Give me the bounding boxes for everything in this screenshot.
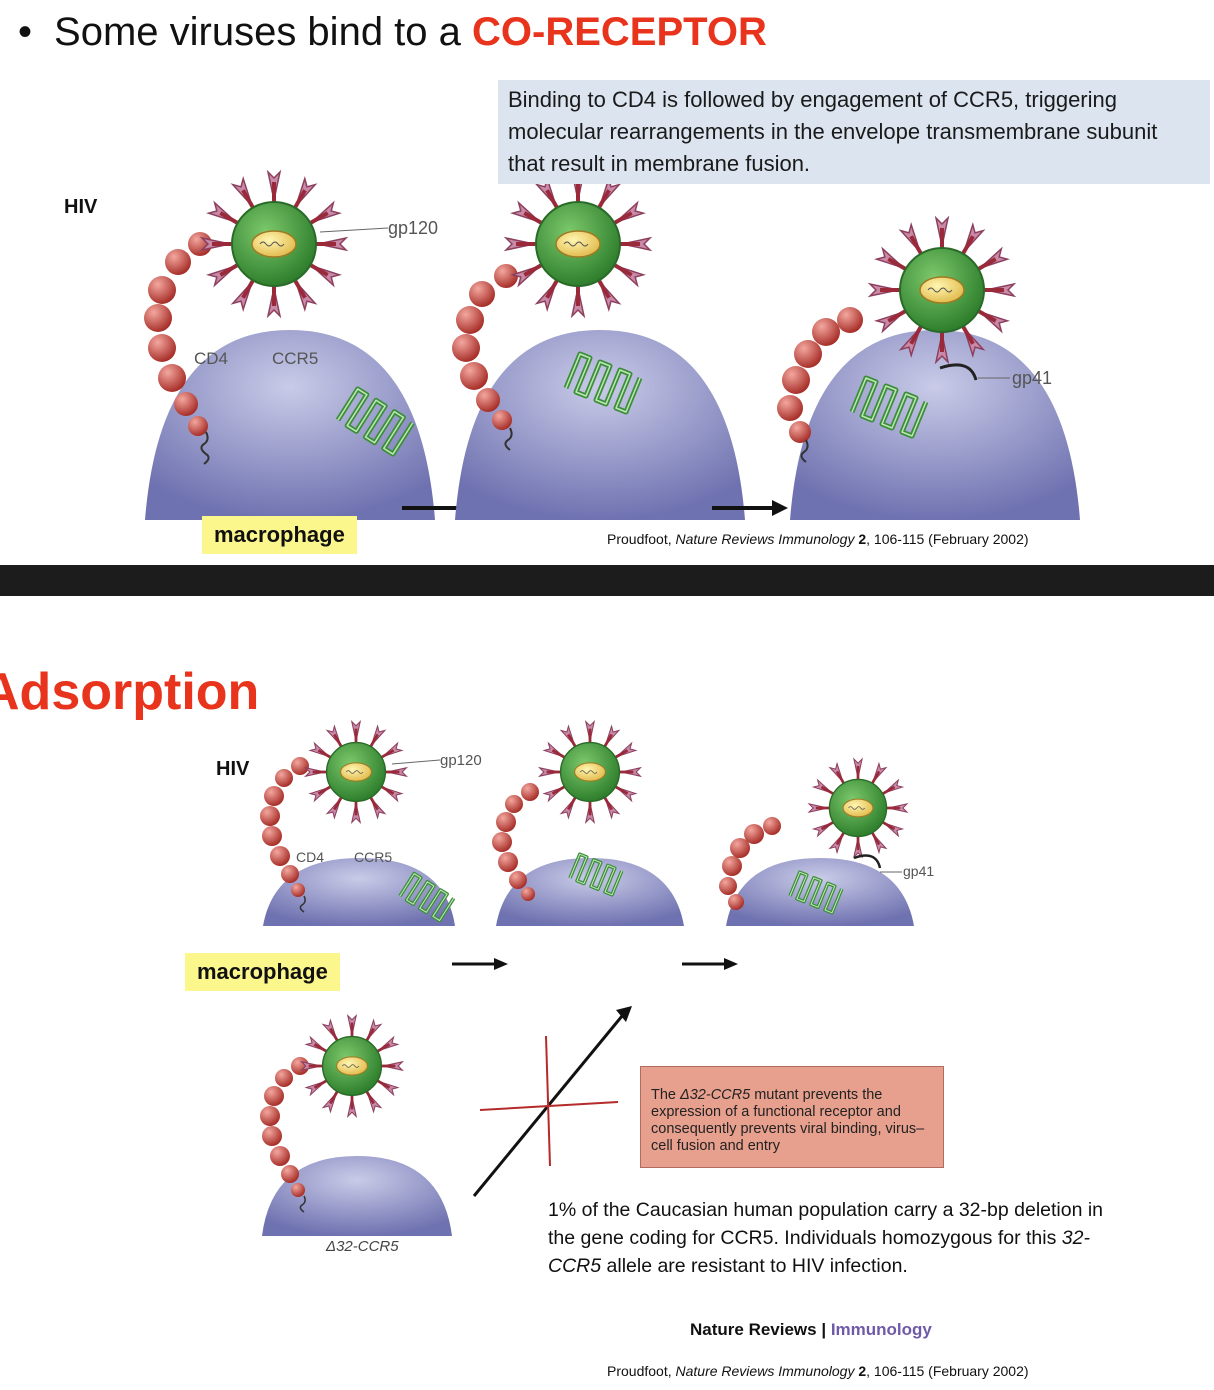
population-rest: allele are resistant to HIV infection.: [601, 1255, 908, 1277]
hiv-virion-c: [809, 759, 907, 857]
cell-membrane-c: [726, 858, 914, 926]
citation-author: Proudfoot,: [607, 531, 676, 547]
journal-name: Immunology: [830, 1320, 932, 1339]
citation: Proudfoot, Nature Reviews Immunology 2, …: [607, 531, 1029, 547]
gp120-label-2: gp120: [440, 752, 482, 769]
arrow-b-head-icon: [724, 958, 738, 970]
citation-2: Proudfoot, Nature Reviews Immunology 2, …: [607, 1363, 1029, 1379]
hiv-virion-a: [306, 722, 407, 823]
population-allele: 32-CCR5: [548, 1227, 1090, 1277]
cell-membrane-1: [145, 330, 435, 520]
population-note: 1% of the Caucasian human population car…: [548, 1196, 1108, 1280]
heading-highlight: CO-RECEPTOR: [472, 10, 767, 54]
hiv-label: HIV: [64, 196, 98, 218]
citation-rest: , 106-115 (February 2002): [866, 531, 1029, 547]
journal-sep: |: [816, 1320, 831, 1339]
hiv-label-2: HIV: [216, 758, 250, 780]
hiv-virion-delta: [302, 1016, 403, 1117]
gp41-label-2: gp41: [903, 863, 934, 879]
slide-heading: • Some viruses bind to a CO-RECEPTOR: [18, 10, 767, 55]
arrow-a-head-icon: [494, 958, 508, 970]
blocked-arrow-head-icon: [616, 1006, 632, 1022]
cd4-chain-2: [452, 264, 518, 451]
cd4-label-2: CD4: [296, 849, 324, 865]
slide-coreceptor: • Some viruses bind to a CO-RECEPTOR: [0, 0, 1214, 565]
heading-text: Some viruses bind to a: [54, 10, 473, 54]
citation-volume-2: 2: [858, 1363, 867, 1379]
macrophage-label-2: macrophage: [185, 953, 340, 991]
cell-membrane-b: [496, 858, 684, 926]
arrow-2-head-icon: [772, 500, 788, 516]
population-prefix: 1% of the Caucasian human population car…: [548, 1199, 1104, 1249]
slide-divider: [0, 565, 1214, 596]
hiv-virion-b: [540, 722, 641, 823]
cd4-chain-3: [777, 307, 863, 463]
cell-membrane-2: [455, 330, 745, 520]
hiv-virion-1: [202, 172, 346, 316]
gp120-leader: [319, 227, 389, 233]
cd4-chain-c: [719, 817, 781, 910]
cell-membrane-delta: [262, 1156, 452, 1236]
cell-membrane-3: [790, 330, 1080, 520]
cd4-chain-a: [260, 757, 309, 913]
citation-author-2: Proudfoot,: [607, 1363, 676, 1379]
journal-brand: Nature Reviews: [690, 1320, 817, 1339]
mutant-note-prefix: The: [651, 1087, 681, 1103]
cd4-chain-1: [144, 232, 212, 465]
ccr5-label-2: CCR5: [354, 849, 392, 865]
gp41-label: gp41: [1012, 368, 1052, 388]
citation-rest-2: , 106-115 (February 2002): [866, 1363, 1029, 1379]
cell-membrane-a: [263, 858, 455, 926]
delta-ccr5-label: Δ32-CCR5: [325, 1238, 399, 1255]
hiv-virion-2: [506, 172, 650, 316]
hiv-coreceptor-diagram: gp120 CD4 CCR5 gp41: [144, 0, 1080, 520]
cross-mark-icon: [545, 1035, 551, 1167]
callout-box: Binding to CD4 is followed by engagement…: [498, 80, 1210, 184]
slide-title: Adsorption: [0, 663, 260, 721]
adsorption-diagram: gp120 CD4 CCR5 gp41: [260, 596, 934, 1255]
gp120-label: gp120: [388, 218, 438, 238]
mutant-note-gene: Δ32-CCR5: [680, 1087, 751, 1103]
citation-volume: 2: [858, 531, 867, 547]
journal-logo: Nature Reviews | Immunology: [690, 1320, 932, 1340]
cd4-chain-b: [492, 783, 539, 901]
mutant-note: The Δ32-CCR5 mutant prevents the express…: [640, 1066, 944, 1168]
gp41-fusion-peptide: [939, 363, 978, 381]
citation-journal-2: Nature Reviews Immunology: [675, 1363, 855, 1379]
citation-journal: Nature Reviews Immunology: [675, 531, 855, 547]
macrophage-label: macrophage: [202, 516, 357, 554]
slide-adsorption: Adsorption gp120 CD4 CCR5: [0, 596, 1214, 1390]
bullet-icon: •: [18, 10, 33, 54]
ccr5-label: CCR5: [272, 349, 318, 368]
cd4-label: CD4: [194, 349, 228, 368]
cd4-chain-delta: [260, 1057, 309, 1213]
mutant-note-rest: mutant prevents the expression of a func…: [651, 1087, 925, 1154]
